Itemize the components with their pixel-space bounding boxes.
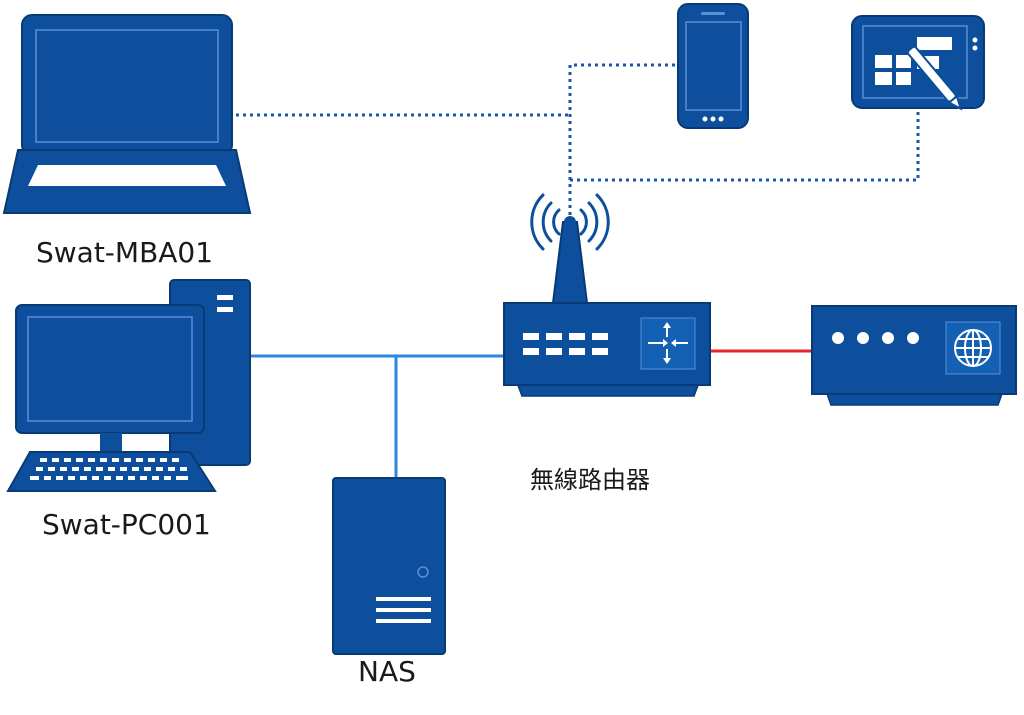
smartphone-icon [677, 3, 749, 129]
wireless-links [236, 63, 920, 215]
link-phone-router [568, 63, 676, 215]
wireless-router-icon [503, 193, 711, 397]
laptop-icon [2, 14, 252, 214]
desktop-label: Swat-PC001 [42, 508, 211, 541]
wired-links [250, 354, 504, 478]
desktop-pc-icon [6, 279, 251, 492]
tablet-pen-icon [851, 15, 985, 111]
router-label: 無線路由器 [530, 466, 650, 494]
nas-server-icon [332, 477, 446, 655]
laptop-label: Swat-MBA01 [36, 236, 214, 269]
modem-globe-icon [811, 305, 1017, 406]
nas-label: NAS [358, 655, 416, 688]
